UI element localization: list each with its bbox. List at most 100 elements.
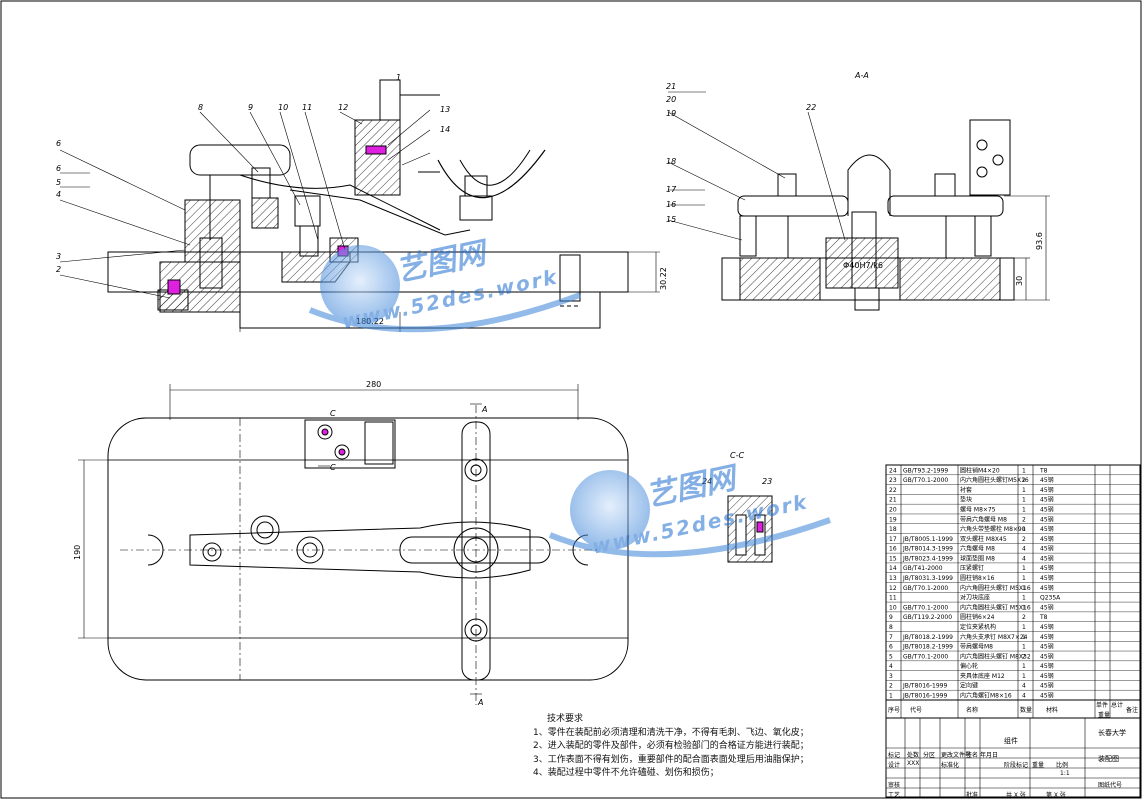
table-cell-name: 定向键 [960,682,978,690]
table-cell-no: 22 [889,487,897,494]
callout: 13 [440,105,450,114]
view-title: C-C [730,451,744,460]
title-drawing: 装配图 [1098,755,1119,763]
table-cell-code: GB/T70.1-2000 [903,604,948,611]
table-cell-name: 带肩六角螺母 M8 [960,515,1007,523]
table-cell-mat: 45钢 [1040,515,1054,523]
table-cell-mat: 45钢 [1040,603,1054,611]
callout: 19 [666,109,676,118]
callout: 10 [278,103,288,112]
table-cell-no: 13 [889,575,897,582]
title-drawing-no: 图纸代号 [1098,782,1123,789]
watermark-globe-icon [308,245,582,333]
section-aa-labels: A-A 21 20 19 18 17 16 15 22 Φ40H7/k6 93.… [666,71,1044,286]
table-cell-qty: 1 [1022,644,1026,651]
title-school: 长春大学 [1098,729,1126,737]
table-cell-code: GB/T70.1-2000 [903,585,948,592]
section-aa-view [721,119,1015,311]
table-cell-code: JB/T8023.4-1999 [902,555,953,562]
watermark: 艺图网 www.52des.work [300,215,600,355]
table-cell-qty: 4 [1022,555,1026,562]
label-review: 审核 [888,782,901,789]
technical-requirements: 技术要求 1、零件在装配前必须清理和清洗干净，不得有毛刺、飞边、氧化皮； 2、进… [533,713,878,781]
callout: 20 [666,95,676,104]
label-sheet: 第 X 张 [1046,792,1066,799]
table-cell-name: 垫块 [960,496,972,504]
title-block: 组件 长春大学 装配图 1:1 图纸代号 标记 处数 分区 更改文件号 签名 年… [886,718,1140,799]
table-cell-qty: 1 [1022,526,1026,533]
table-cell-mat: 45钢 [1040,476,1054,484]
table-cell-qty: 1 [1022,634,1026,641]
designer-name: XXX [907,760,920,767]
table-cell-name: 六角头支承钉 M8X7×24 [960,633,1028,641]
table-cell-name: 六角头带垫螺栓 M8×90 [960,525,1026,533]
table-cell-no: 8 [889,624,893,631]
table-cell-name: 内六角圆柱头螺钉M5X16 [960,476,1029,484]
title-scale: 1:1 [1060,770,1070,777]
table-cell-qty: 1 [1022,673,1026,680]
table-cell-qty: 2 [1022,536,1026,543]
label-standard: 标准化 [941,762,960,769]
header-total: 总计 [1111,702,1124,709]
table-cell-no: 5 [889,653,893,660]
dimension-height: 30.22 [659,267,668,290]
table-cell-qty: 1 [1022,575,1026,582]
table-cell-no: 4 [889,663,893,670]
callout: 17 [666,185,677,194]
header-qty: 数量 [1020,707,1033,714]
section-mark: C [330,409,336,418]
header-no: 序号 [888,707,901,714]
table-cell-no: 18 [889,526,897,533]
callout: 1 [396,73,401,82]
table-cell-mat: 45钢 [1040,486,1054,494]
table-cell-no: 20 [889,506,897,513]
table-cell-no: 2 [889,683,893,690]
header-unit: 单件 [1096,702,1109,709]
table-cell-mat: 45钢 [1040,525,1054,533]
table-cell-no: 12 [889,585,897,592]
parts-list-header: 序号 代号 名称 数量 材料 重量 单件 总计 备注 [886,700,1140,719]
table-cell-mat: 45钢 [1040,496,1054,504]
detail-cc-view [727,495,773,563]
callout: 16 [666,200,676,209]
table-cell-name: 球面垫圈 M8 [960,554,995,562]
watermark-globe-icon [548,470,831,558]
table-cell-mat: 45钢 [1040,662,1054,670]
dimension-length: 280 [366,380,381,389]
callout: 2 [56,265,61,274]
callout: 22 [806,103,816,112]
table-cell-qty: 2 [1022,477,1026,484]
table-cell-qty: 2 [1022,653,1026,660]
table-cell-mat: 45钢 [1040,574,1054,582]
label-zone: 分区 [923,752,936,759]
table-cell-name: 内六角圆柱头螺钉 M5X16 [960,584,1031,592]
table-cell-qty: 1 [1022,604,1026,611]
table-cell-qty: 1 [1022,506,1026,513]
requirement-item: 1、零件在装配前必须清理和清洗干净，不得有毛刺、飞边、氧化皮； [533,727,809,738]
detail-cc-labels: C-C 24 23 [702,451,772,486]
table-cell-code: JB/T8016-1999 [902,693,947,700]
table-cell-code: JB/T8014.3-1999 [902,546,953,553]
label-sign: 签名 [966,752,979,759]
callout: 4 [56,190,61,199]
label-mark: 标记 [888,752,901,759]
table-cell-name: 压紧螺钉 [960,564,984,572]
dimension-height: 93.6 [1035,232,1044,250]
requirement-item: 3、工作表面不得有划伤，重要部件的配合面表面处理后用油脂保护； [533,754,809,765]
table-cell-mat: Q235A [1040,595,1061,602]
table-cell-mat: 45钢 [1040,564,1054,572]
label-total: 共 X 张 [1006,792,1026,799]
header-name: 名称 [966,707,979,714]
table-cell-mat: 45钢 [1040,672,1054,680]
table-cell-code: GB/T119.2-2000 [903,614,952,621]
table-cell-qty: 1 [1022,467,1026,474]
table-cell-mat: 45钢 [1040,633,1054,641]
table-cell-name: 内六角圆柱头螺钉 M5X16 [960,603,1031,611]
table-cell-qty: 1 [1022,497,1026,504]
label-change-no: 更改文件号 [941,752,972,759]
table-cell-name: 六角螺母 M8 [960,545,995,553]
table-cell-mat: 45钢 [1040,623,1054,631]
table-cell-no: 16 [889,546,897,553]
top-view [107,405,629,705]
